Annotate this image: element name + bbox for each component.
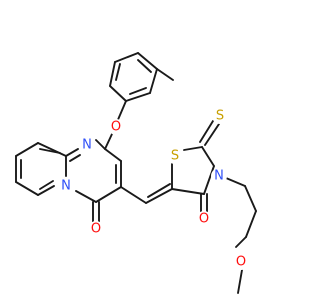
bond	[147, 183, 171, 198]
molecule-structure-diagram: N N O O S S N O O	[15, 52, 257, 294]
bond	[156, 68, 174, 81]
atom-label-s-ring: S	[171, 149, 179, 164]
bond	[199, 120, 214, 143]
bond	[225, 177, 246, 187]
atom-label-o-keto: O	[91, 222, 101, 237]
bond	[137, 59, 152, 73]
atom-label-o-lactam: O	[199, 212, 209, 227]
bond	[65, 148, 79, 157]
bond	[37, 142, 67, 157]
bond	[15, 181, 39, 196]
atom-label-n-pyrimidine: N	[82, 138, 92, 153]
bond	[104, 133, 113, 150]
bond	[104, 148, 122, 162]
bond	[15, 142, 39, 157]
bond	[116, 100, 127, 123]
bond	[39, 180, 54, 190]
atom-label-o-ether: O	[111, 120, 121, 135]
bond	[109, 85, 127, 102]
bond	[203, 165, 215, 195]
bond	[115, 63, 121, 81]
bond	[183, 146, 203, 151]
bond	[204, 123, 220, 146]
bonds	[15, 52, 257, 294]
atom-label-n-thiazolidine: N	[214, 169, 224, 184]
bond	[95, 139, 106, 150]
bond	[137, 52, 158, 70]
atom-labels: N N O O S S N O O	[58, 108, 249, 270]
bond	[109, 61, 116, 87]
bond	[171, 188, 205, 195]
bond	[39, 148, 61, 154]
bond	[114, 52, 139, 63]
bond	[201, 146, 215, 167]
atom-label-n-bridgehead: N	[61, 179, 71, 194]
bond	[235, 236, 247, 248]
atom-label-o-methoxy: O	[236, 255, 246, 270]
atom-label-s-thione: S	[216, 109, 224, 124]
bond	[245, 210, 257, 238]
bond	[37, 185, 55, 196]
bond	[149, 68, 158, 94]
bond	[237, 269, 243, 294]
bond	[75, 190, 97, 203]
bond	[95, 186, 122, 203]
bond	[125, 92, 151, 102]
bond	[145, 188, 173, 204]
bond	[69, 154, 81, 162]
bond	[244, 185, 257, 212]
bond	[120, 186, 147, 204]
bond	[129, 87, 147, 95]
